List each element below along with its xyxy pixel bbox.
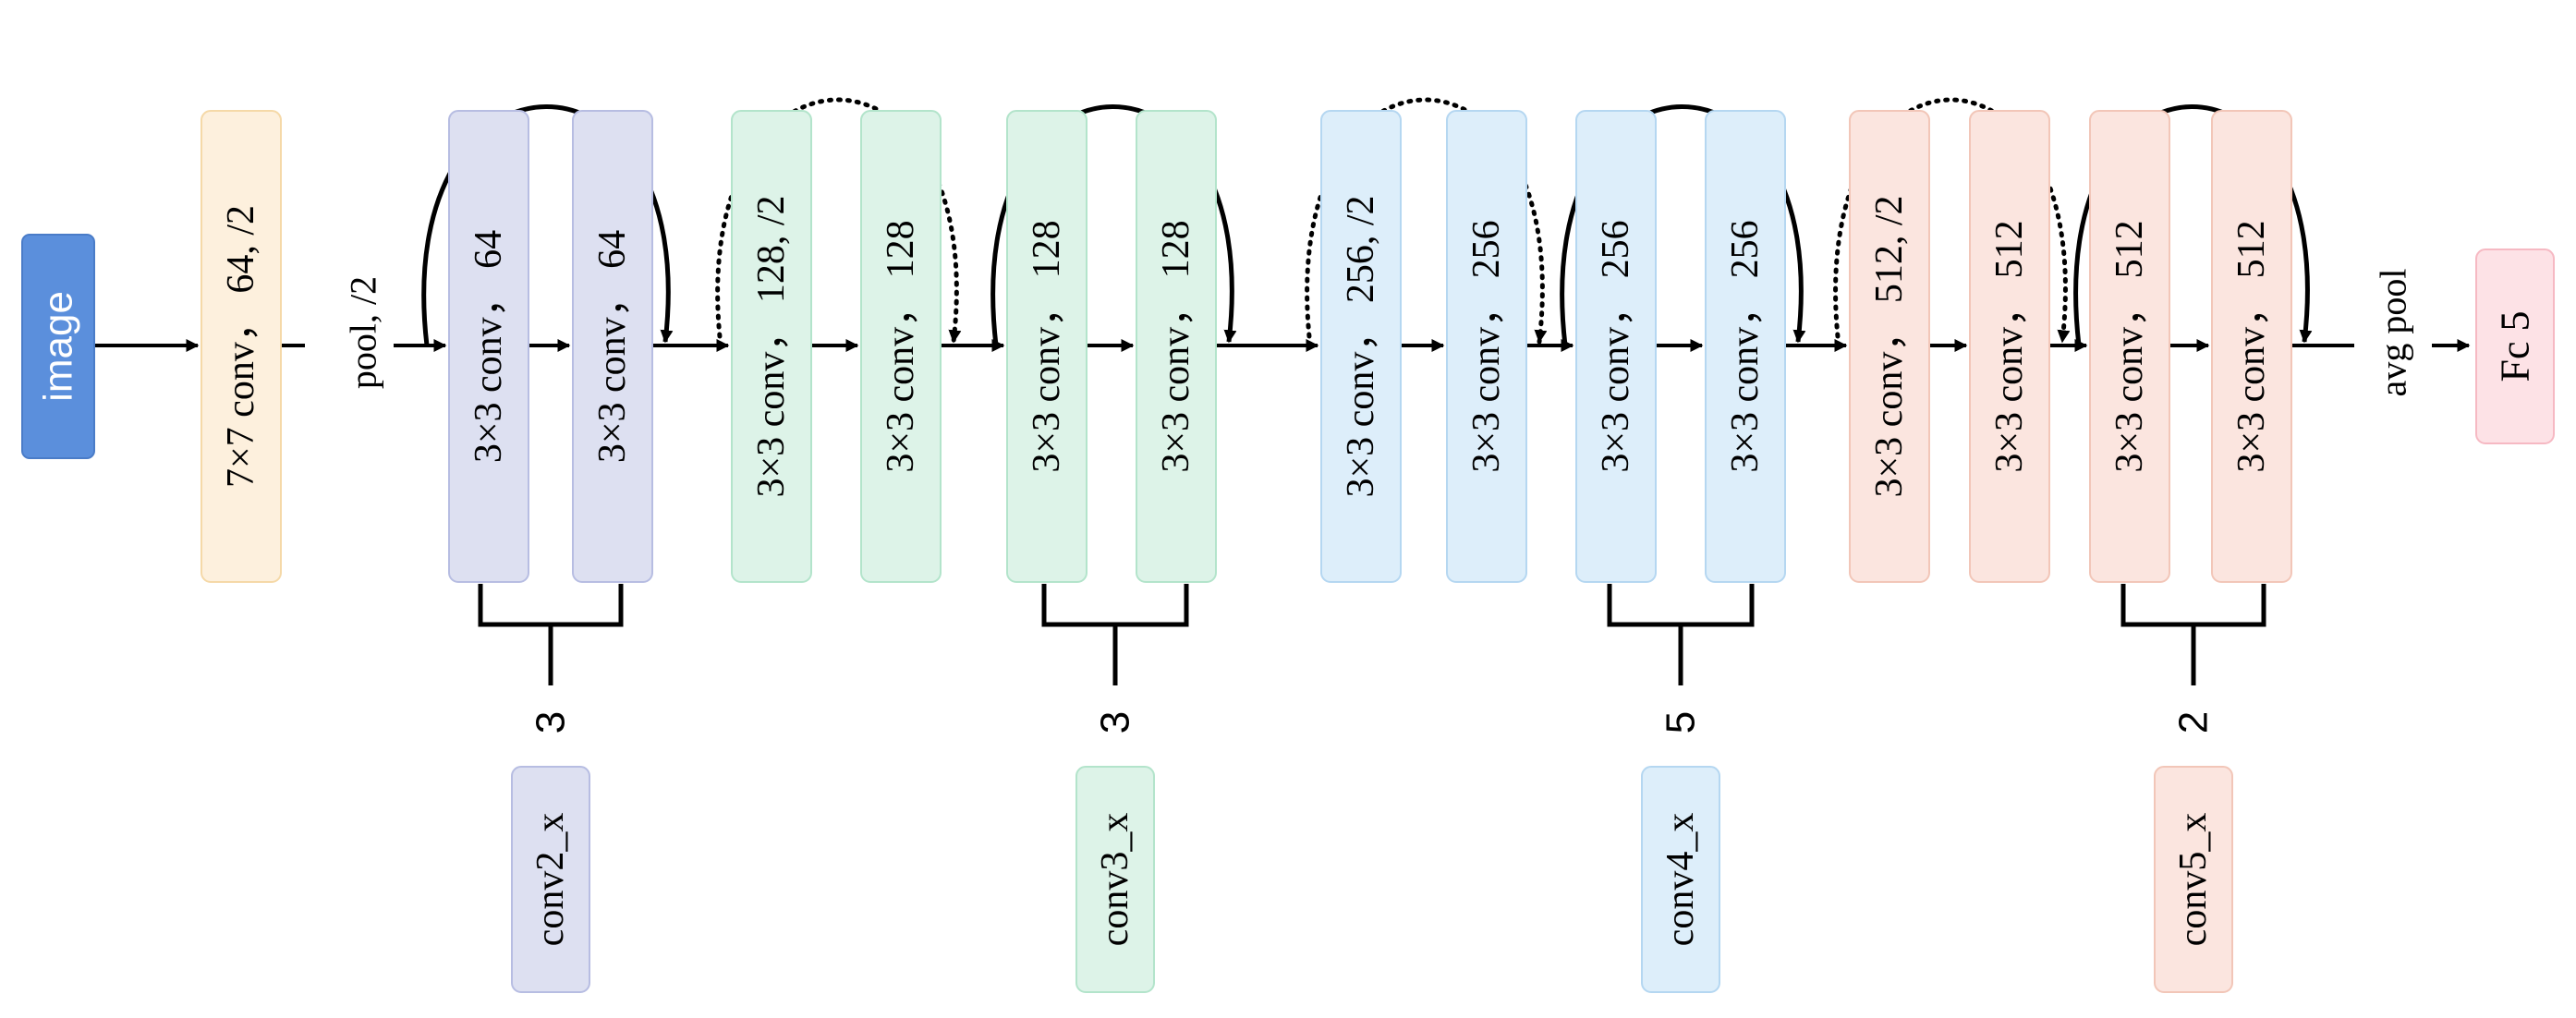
group-label: conv2_x	[529, 813, 572, 947]
conv-block-box	[572, 110, 653, 583]
group-label-box	[511, 766, 590, 993]
conv-block-box	[2089, 110, 2170, 583]
fc-box	[2475, 248, 2555, 444]
conv-block-box	[2211, 110, 2292, 583]
image-input-label: image	[36, 291, 81, 402]
group-label-box	[2154, 766, 2233, 993]
group-brace	[1607, 584, 1755, 685]
conv-block-label: 3×3 conv， 128	[1155, 220, 1197, 472]
conv-block-box	[448, 110, 529, 583]
conv-block-label: 3×3 conv， 128, /2	[750, 196, 793, 498]
avg-pool-label: avg pool	[2373, 269, 2414, 397]
identity-shortcut-arc	[2073, 104, 2313, 346]
group-repeat-count: 5	[1659, 711, 1704, 733]
conv-block-label: 3×3 conv， 256, /2	[1340, 196, 1382, 498]
identity-shortcut-arc	[990, 104, 1237, 346]
projection-shortcut-arc	[1833, 97, 2071, 348]
conv-block-label: 3×3 conv， 128	[880, 220, 922, 472]
group-layer	[478, 584, 2266, 685]
conv-block-box	[1705, 110, 1786, 583]
conv-block-label: 3×3 conv， 128	[1026, 220, 1068, 472]
group-repeat-count: 3	[529, 711, 574, 733]
conv-block-box	[860, 110, 942, 583]
projection-shortcut-arc	[715, 97, 962, 348]
group-label-box	[1641, 766, 1720, 993]
fc-label: Fc 5	[2493, 311, 2538, 382]
conv-block-box	[1136, 110, 1217, 583]
conv-block-box	[1320, 110, 1402, 583]
conv-block-label: 3×3 conv， 64	[591, 230, 634, 463]
identity-shortcut-arc	[421, 104, 674, 346]
group-repeat-count: 3	[1093, 711, 1138, 733]
stem-conv-label: 7×7 conv， 64, /2	[220, 205, 262, 488]
conv-block-label: 3×3 conv， 256	[1595, 220, 1637, 472]
connector-layer	[94, 97, 2471, 352]
projection-shortcut-arc	[1305, 97, 1548, 348]
group-brace	[1041, 584, 1189, 685]
label-layer: image 7×7 conv， 64, /2 pool, /2 3×3 conv， 6…	[36, 196, 2538, 947]
group-label-box	[1075, 766, 1155, 993]
group-brace	[2120, 584, 2266, 685]
conv-block-label: 3×3 conv， 256	[1465, 220, 1508, 472]
conv-block-box	[1575, 110, 1657, 583]
box-layer	[21, 110, 2555, 993]
conv-block-label: 3×3 conv， 512	[2108, 220, 2151, 472]
conv-block-box	[1849, 110, 1930, 583]
conv-block-box	[1006, 110, 1088, 583]
group-label: conv3_x	[1094, 813, 1136, 947]
identity-shortcut-arc	[1560, 104, 1806, 346]
group-repeat-count: 2	[2171, 711, 2217, 733]
group-label: conv4_x	[1659, 813, 1702, 947]
conv-block-label: 3×3 conv， 512	[2230, 220, 2273, 472]
conv-block-box	[1446, 110, 1527, 583]
conv-block-box	[731, 110, 812, 583]
conv-block-label: 3×3 conv， 256	[1724, 220, 1767, 472]
image-input-box	[21, 234, 95, 459]
stem-pool-label: pool, /2	[343, 276, 384, 389]
group-label: conv5_x	[2172, 813, 2215, 947]
group-brace	[478, 584, 624, 685]
conv-block-label: 3×3 conv， 64	[468, 230, 510, 463]
conv-block-label: 3×3 conv， 512, /2	[1868, 196, 1911, 498]
stem-conv-box	[200, 110, 282, 583]
conv-block-box	[1969, 110, 2050, 583]
conv-block-label: 3×3 conv， 512	[1988, 220, 2031, 472]
